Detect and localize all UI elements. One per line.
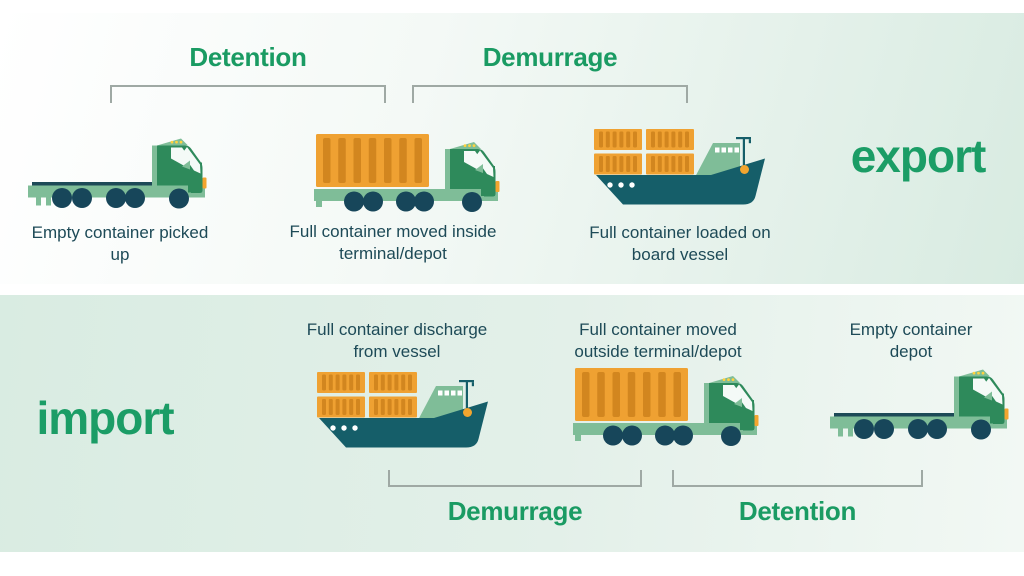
step-caption: Full container loaded on board vessel	[580, 222, 780, 266]
caption-line: Empty container	[849, 320, 973, 339]
export-word: export	[850, 130, 987, 182]
export-detention-label: Detention	[189, 42, 307, 72]
caption-line: from vessel	[353, 342, 441, 361]
import-demurrage-label: Demurrage	[447, 496, 583, 526]
caption-line: depot	[889, 342, 933, 361]
step-caption: Full container moved inside terminal/dep…	[288, 221, 498, 265]
caption-line: Full container discharge	[306, 320, 488, 339]
container-ship-icon	[594, 117, 768, 209]
caption-line: Full container moved inside	[289, 222, 497, 241]
step-caption: Empty container depot	[811, 319, 1011, 363]
step-caption: Empty container picked up	[20, 222, 220, 266]
export-panel: Detention Demurrage Empty container pick…	[0, 13, 1024, 284]
export-demurrage-label: Demurrage	[482, 42, 618, 72]
import-word: import	[36, 392, 174, 444]
import-detention-bracket	[672, 470, 923, 487]
export-demurrage-bracket	[412, 85, 688, 103]
caption-line: terminal/depot	[339, 244, 447, 263]
container-truck-icon	[314, 134, 502, 214]
step-caption: Full container moved outside terminal/de…	[548, 319, 768, 363]
caption-line: Full container loaded on	[589, 223, 771, 242]
import-panel: import Full container discharge from ves…	[0, 295, 1024, 552]
step-caption: Full container discharge from vessel	[297, 319, 497, 363]
caption-line: board vessel	[631, 245, 729, 264]
import-demurrage-bracket	[388, 470, 642, 487]
caption-line: Full container moved	[579, 320, 737, 339]
container-ship-icon	[317, 360, 491, 452]
flatbed-truck-icon	[28, 133, 208, 211]
flatbed-truck-icon	[830, 364, 1010, 442]
container-truck-icon	[573, 368, 761, 448]
import-detention-label: Detention	[738, 496, 857, 526]
caption-line: outside terminal/depot	[574, 342, 742, 361]
export-detention-bracket	[110, 85, 386, 103]
caption-line: Empty container picked up	[31, 223, 209, 264]
